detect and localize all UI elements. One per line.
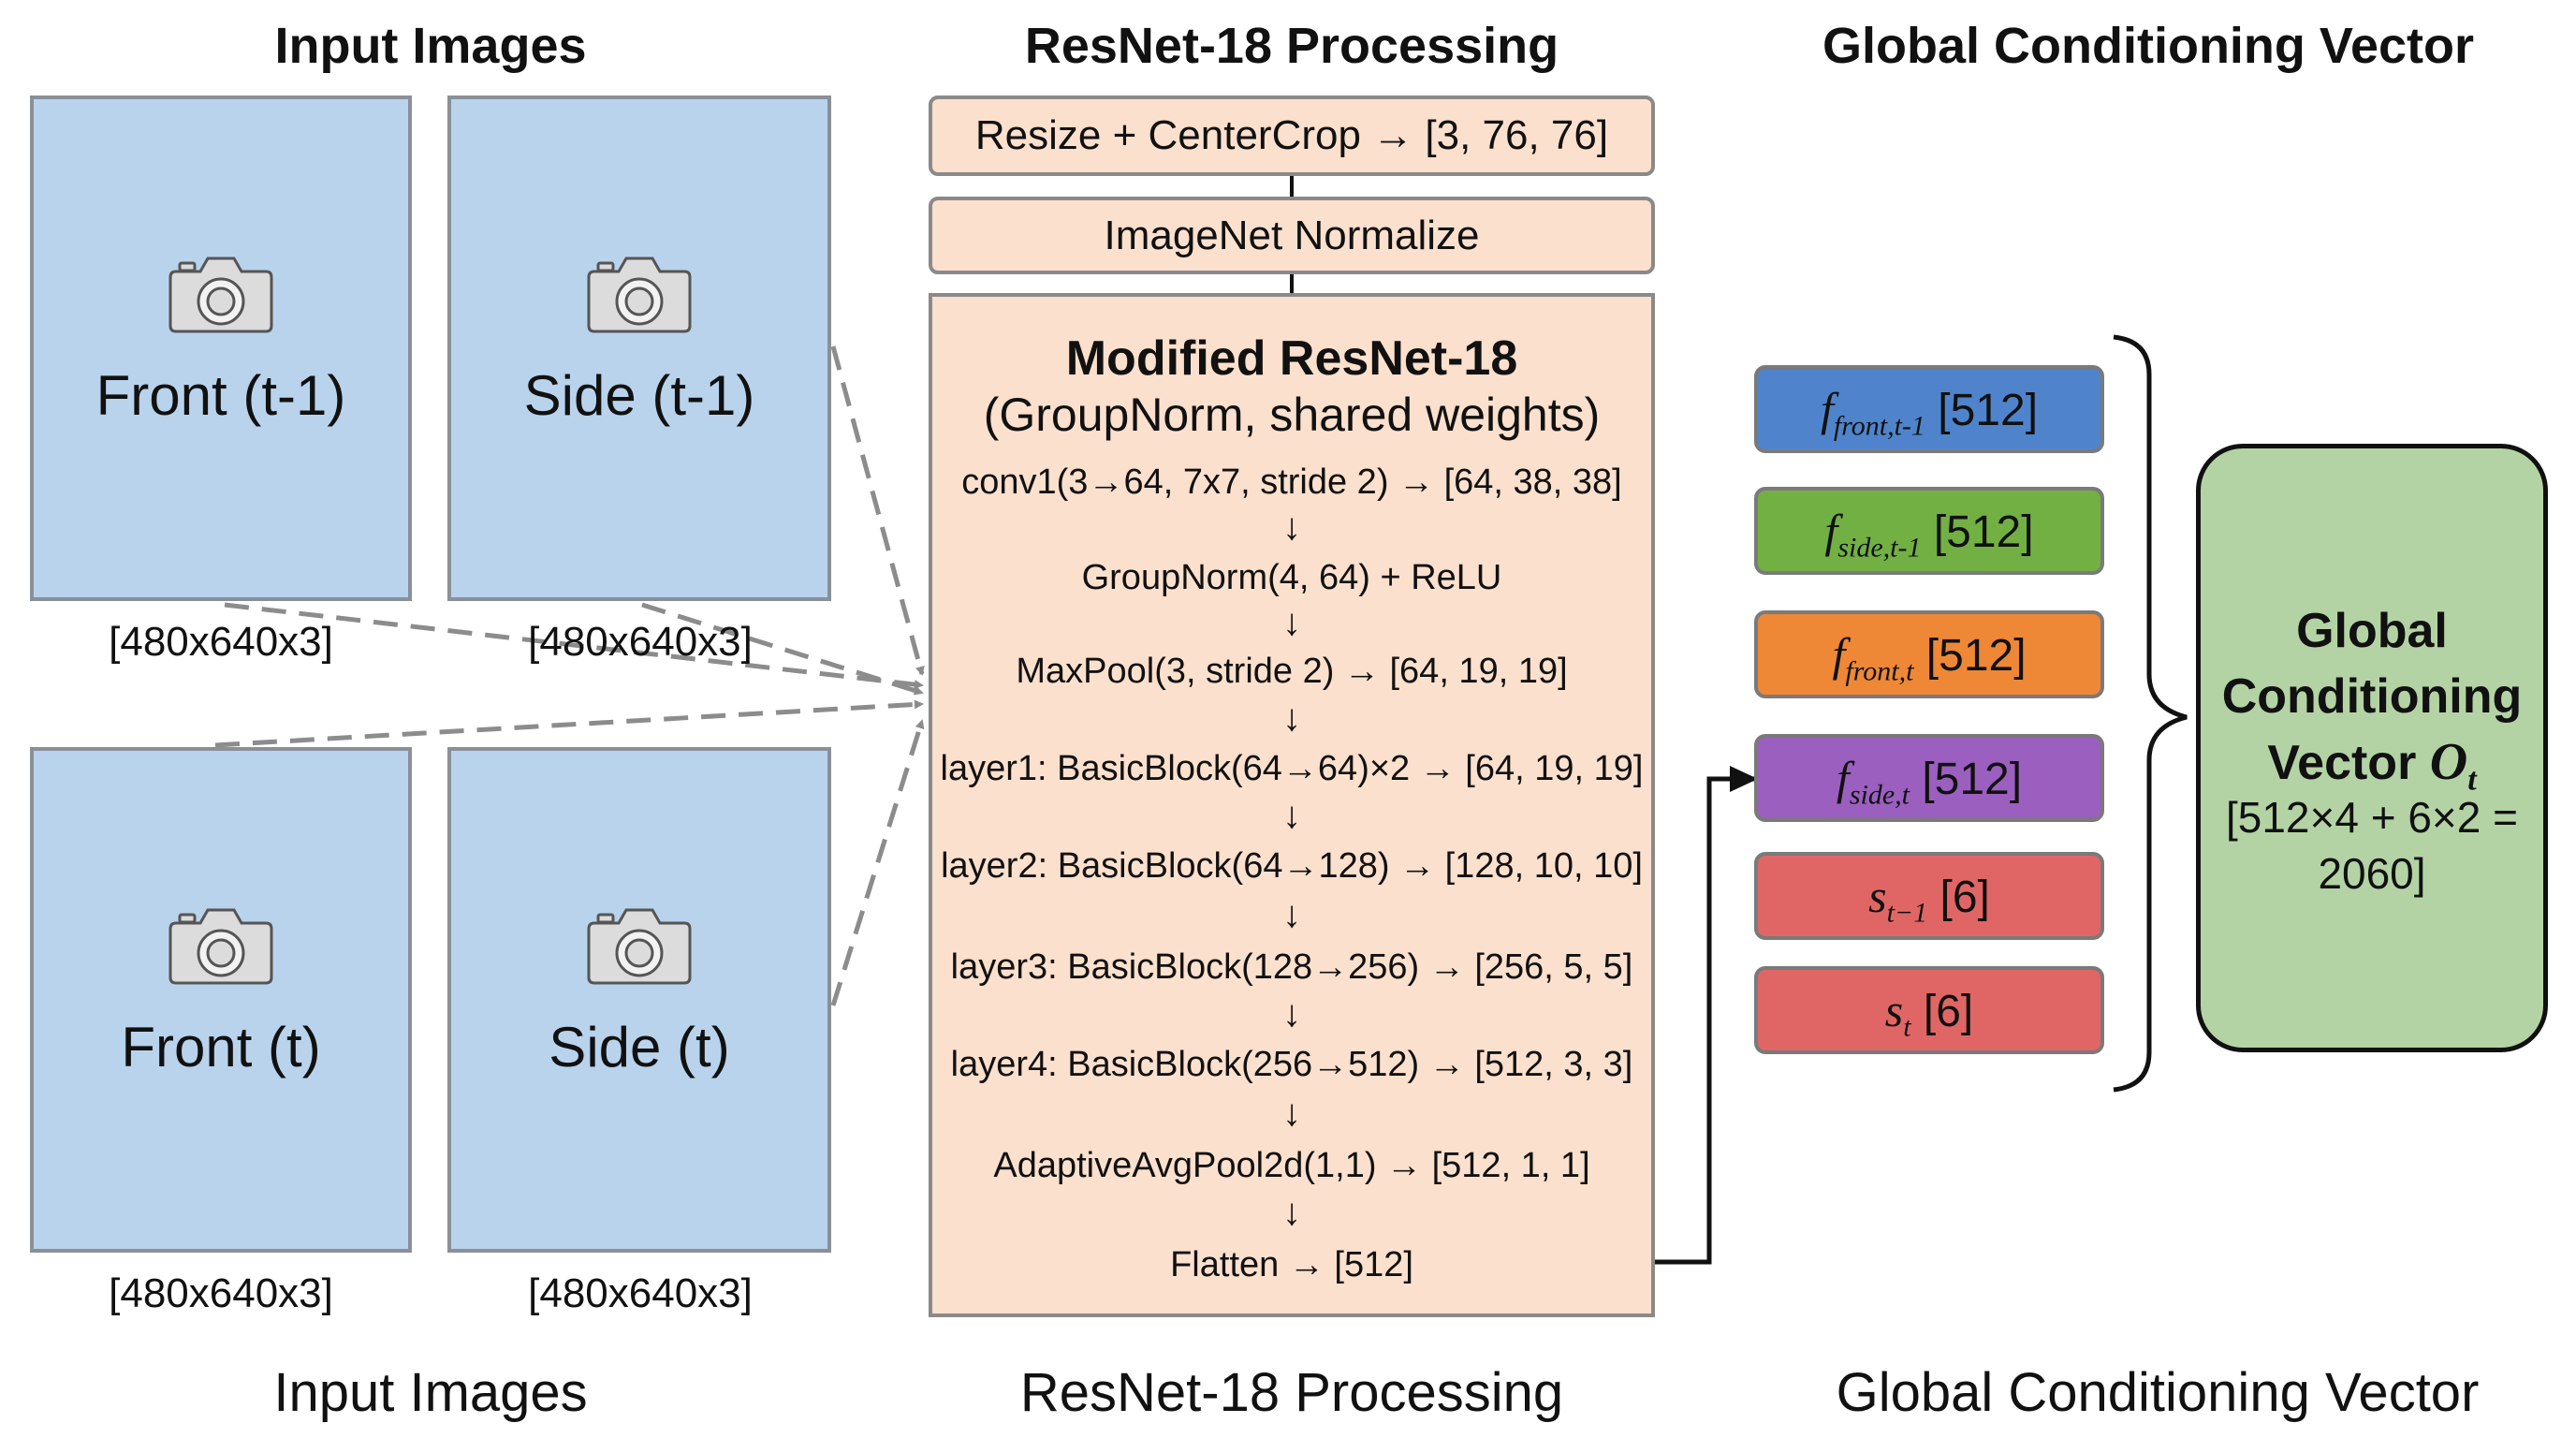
step-layer1: layer1: BasicBlock(64→64)×2 → [64, 19, 1… (940, 749, 1644, 788)
step-flatten: Flatten → [512] (1170, 1245, 1413, 1284)
step-conv1: conv1(3→64, 7x7, stride 2) → [64, 38, 38… (961, 462, 1622, 502)
global-conditioning-vector-box: Global Conditioning Vector Ot [512×4 + 6… (2196, 444, 2548, 1052)
output-dim-line: [512×4 + 6×2 = (2225, 793, 2519, 842)
state-t: st [6] (1754, 966, 2104, 1054)
output-title: Global Conditioning Vector Ot (2201, 598, 2543, 813)
feature-dim: [512] (1925, 631, 2027, 681)
down-arrow-icon: ↓ (1282, 1192, 1301, 1233)
header-input-images-bottom: Input Images (273, 1362, 588, 1423)
output-title-line: Conditioning (2221, 669, 2523, 724)
output-symbol-subscript: t (2467, 762, 2477, 798)
feature-front-t: ffront,t [512] (1754, 610, 2104, 698)
image-label: Side (t-1) (523, 364, 755, 427)
image-card-front-t1: Front (t-1) (30, 95, 412, 601)
resnet-title: Modified ResNet-18 (1065, 331, 1518, 386)
camera-icon (168, 908, 273, 985)
header-resnet-processing-bottom: ResNet-18 Processing (1019, 1362, 1564, 1423)
down-arrow-icon: ↓ (1282, 602, 1301, 643)
curly-brace (2113, 334, 2188, 1093)
feature-symbol: f (1832, 628, 1846, 681)
feature-subscript: front,t (1845, 655, 1914, 687)
dash-line-side-t (830, 719, 925, 1006)
feature-side-t1: fside,t-1 [512] (1754, 487, 2104, 575)
image-card-front-t: Front (t) (30, 747, 412, 1253)
image-label: Front (t) (121, 1016, 321, 1078)
dash-line-front-t (214, 699, 924, 748)
output-dim-line: 2060] (2318, 849, 2426, 898)
down-arrow-icon: ↓ (1282, 506, 1301, 548)
feature-dim: [512] (1922, 755, 2023, 804)
image-label: Side (t) (549, 1016, 730, 1078)
feature-symbol: f (1820, 383, 1834, 435)
step-maxpool: MaxPool(3, stride 2) → [64, 19, 19] (1016, 652, 1568, 691)
down-arrow-icon: ↓ (1282, 795, 1301, 836)
output-title-line: Global (2296, 604, 2448, 658)
feature-subscript: side,t (1849, 779, 1910, 811)
image-card-side-t1: Side (t-1) (447, 95, 831, 601)
feature-subscript: t−1 (1886, 897, 1928, 929)
feature-symbol: f (1824, 505, 1838, 557)
dash-line-front-t1 (224, 602, 924, 690)
header-input-images-top: Input Images (274, 18, 587, 74)
feature-subscript: t (1903, 1011, 1911, 1043)
dash-line-side-t1-bottom (641, 602, 924, 696)
output-dimension: [512×4 + 6×2 = 2060] (2201, 789, 2543, 902)
feature-dim: [6] (1923, 987, 1974, 1036)
camera-icon (168, 257, 273, 333)
step-layer3: layer3: BasicBlock(128→256) → [256, 5, 5… (950, 947, 1633, 987)
modified-resnet18-block: Modified ResNet-18 (GroupNorm, shared we… (929, 293, 1655, 1317)
feature-subscript: side,t-1 (1837, 532, 1922, 564)
down-arrow-icon: ↓ (1282, 993, 1301, 1034)
image-dim-side-t: [480x640x3] (528, 1270, 753, 1316)
output-symbol: O (2429, 733, 2468, 791)
image-dim-side-t1: [480x640x3] (528, 619, 753, 665)
feature-dim: [512] (1933, 507, 2034, 557)
header-resnet-processing-top: ResNet-18 Processing (1024, 18, 1559, 74)
step-groupnorm-relu: GroupNorm(4, 64) + ReLU (1081, 558, 1502, 597)
feature-dim: [512] (1938, 386, 2039, 435)
output-title-line: Vector Ot (2201, 729, 2543, 813)
resnet-subtitle: (GroupNorm, shared weights) (983, 389, 1601, 441)
image-card-side-t: Side (t) (447, 747, 831, 1253)
dash-line-side-t1-right (830, 345, 925, 676)
camera-icon (587, 257, 692, 333)
imagenet-normalize-stage: ImageNet Normalize (929, 197, 1655, 274)
image-label: Front (t-1) (95, 364, 346, 427)
feature-subscript: front,t-1 (1833, 410, 1925, 442)
step-layer2: layer2: BasicBlock(64→128) → [128, 10, 1… (941, 846, 1643, 886)
step-adaptive-avgpool: AdaptiveAvgPool2d(1,1) → [512, 1, 1] (993, 1146, 1590, 1185)
header-conditioning-vector-bottom: Global Conditioning Vector (1836, 1362, 2480, 1423)
header-conditioning-vector-top: Global Conditioning Vector (1822, 18, 2474, 74)
feature-side-t: fside,t [512] (1754, 734, 2104, 822)
output-title-word: Vector (2267, 736, 2417, 790)
feature-front-t1: ffront,t-1 [512] (1754, 365, 2104, 453)
image-dim-front-t: [480x640x3] (109, 1270, 333, 1316)
down-arrow-icon: ↓ (1282, 697, 1301, 739)
step-layer4: layer4: BasicBlock(256→512) → [512, 3, 3… (950, 1045, 1633, 1084)
feature-symbol: s (1884, 984, 1904, 1036)
image-dim-front-t1: [480x640x3] (109, 619, 333, 665)
down-arrow-icon: ↓ (1282, 1093, 1301, 1134)
down-arrow-icon: ↓ (1282, 894, 1301, 935)
feature-symbol: s (1868, 870, 1887, 922)
feature-dim: [6] (1939, 873, 1990, 922)
feature-symbol: f (1836, 752, 1850, 804)
state-t-minus-1: st−1 [6] (1754, 852, 2104, 940)
camera-icon (587, 908, 692, 985)
resize-centercrop-stage: Resize + CenterCrop → [3, 76, 76] (929, 95, 1655, 176)
